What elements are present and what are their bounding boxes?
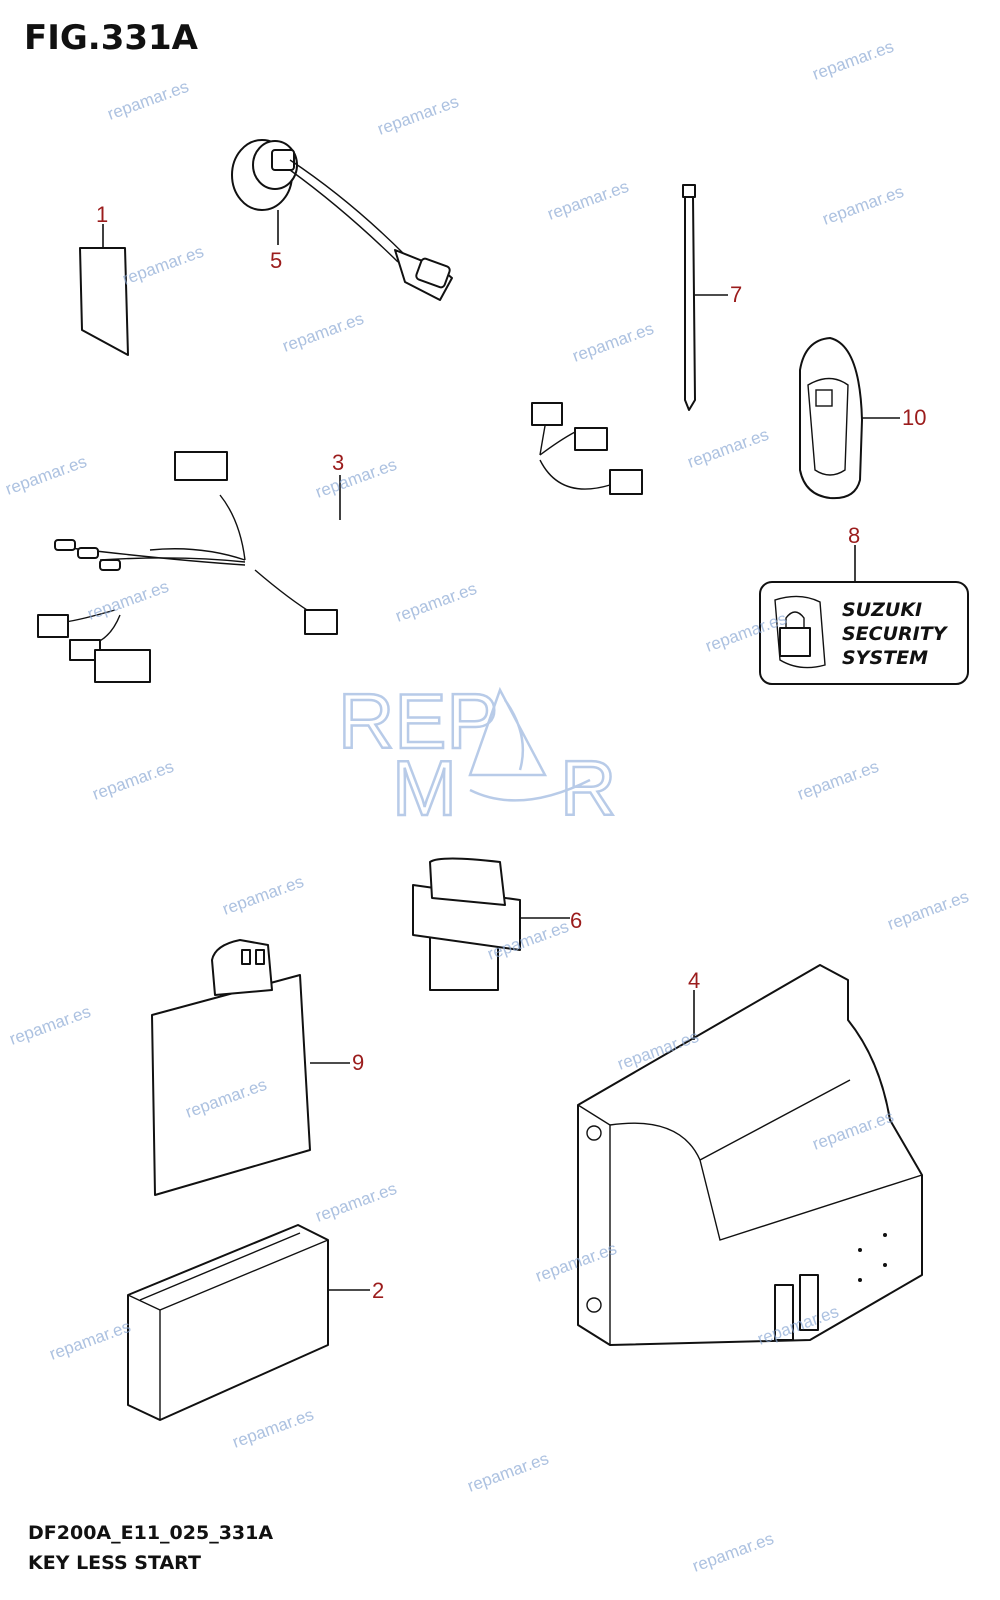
watermark-text: repamar.es: [105, 77, 191, 124]
part-8-security-sticker: 8 SUZUKI SECURITY SYSTEM: [759, 523, 969, 685]
watermark-logo: REP M R: [337, 676, 618, 834]
watermark-logo-bottom-left: M: [392, 744, 457, 832]
watermark-text: repamar.es: [280, 309, 366, 356]
watermark-text: repamar.es: [810, 37, 896, 84]
callout-9: 9: [352, 1050, 364, 1075]
watermark-text: repamar.es: [7, 1002, 93, 1049]
watermark-text: repamar.es: [685, 425, 771, 472]
sticker-line-2: SECURITY: [842, 623, 949, 645]
callout-3: 3: [332, 450, 344, 475]
part-4-bracket-cover: 4: [577, 964, 923, 1346]
watermark-logo-top: REP: [338, 677, 498, 765]
watermark-text: repamar.es: [220, 872, 306, 919]
watermark-text: repamar.es: [465, 1449, 551, 1496]
callout-10: 10: [902, 405, 926, 430]
watermark-text: repamar.es: [313, 1179, 399, 1226]
watermark-text: repamar.es: [570, 319, 656, 366]
callout-1: 1: [96, 202, 108, 227]
callout-8: 8: [848, 523, 860, 548]
watermark-text: repamar.es: [375, 92, 461, 139]
figure-code: DF200A_E11_025_331A: [28, 1522, 274, 1544]
lock-icon: [779, 627, 811, 657]
callout-7: 7: [730, 282, 742, 307]
part-3-wire-harness: 3: [37, 402, 643, 683]
watermark-text: repamar.es: [885, 887, 971, 934]
watermark-text: repamar.es: [393, 579, 479, 626]
watermark-text: repamar.es: [47, 1317, 133, 1364]
sailboat-icon: [468, 686, 548, 777]
watermark-text: repamar.es: [795, 757, 881, 804]
watermark-text: repamar.es: [690, 1529, 776, 1576]
part-7-cable-tie: 7: [682, 184, 742, 411]
part-9-control-unit: 9: [151, 939, 364, 1196]
watermark-text: repamar.es: [120, 242, 206, 289]
callout-4: 4: [688, 968, 700, 993]
part-5-buzzer: 5: [231, 139, 453, 301]
watermark-logo-bottom-right: R: [560, 744, 616, 832]
part-2-holder-case: 2: [127, 1224, 384, 1421]
watermark-text: repamar.es: [3, 452, 89, 499]
watermark-text: repamar.es: [85, 577, 171, 624]
watermark-text: repamar.es: [90, 757, 176, 804]
watermark-text: repamar.es: [820, 182, 906, 229]
callout-6: 6: [570, 908, 582, 933]
part-6-push-switch: 6: [412, 857, 582, 991]
watermark-text: repamar.es: [545, 177, 631, 224]
part-10-key-fob: 10: [799, 337, 926, 500]
watermark-text: repamar.es: [230, 1405, 316, 1452]
watermark-text: repamar.es: [313, 455, 399, 502]
figure-caption: KEY LESS START: [28, 1552, 201, 1574]
figure-title: FIG.331A: [24, 18, 198, 58]
sticker-line-3: SYSTEM: [842, 647, 928, 669]
callout-5: 5: [270, 248, 282, 273]
part-1-label-card: 1: [79, 202, 129, 356]
sticker-line-1: SUZUKI: [842, 599, 922, 621]
callout-2: 2: [372, 1278, 384, 1303]
